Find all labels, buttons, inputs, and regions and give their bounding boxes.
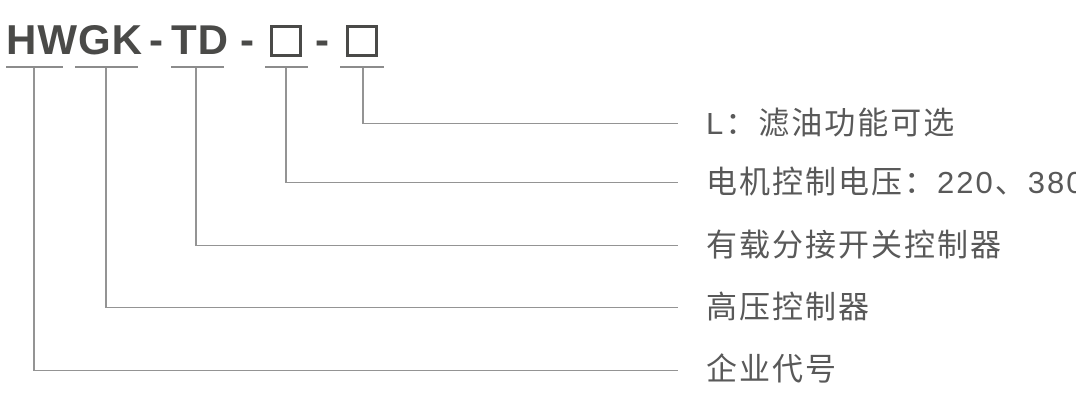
connector-horizontal-motor-voltage [285, 181, 678, 183]
model-series: TD [171, 16, 229, 63]
connector-vertical-company-code [33, 68, 35, 371]
model-prefix: HWGK [6, 16, 143, 63]
underline-box-2 [340, 66, 384, 68]
hyphen-separator-3: - [315, 16, 329, 63]
underline-prefix-gk [75, 66, 138, 68]
hyphen-separator-1: - [149, 16, 163, 63]
legend-label-filter-option: L：滤油功能可选 [706, 106, 957, 141]
connector-vertical-motor-voltage [285, 68, 287, 183]
legend-label-motor-voltage: 电机控制电压：220、380 [706, 165, 1076, 200]
connector-horizontal-hv-controller [105, 306, 678, 308]
legend-label-hv-controller: 高压控制器 [706, 290, 871, 325]
connector-horizontal-tap-changer [195, 244, 678, 246]
placeholder-box-1 [270, 25, 302, 57]
connector-vertical-tap-changer [195, 68, 197, 246]
underline-prefix-hw [6, 66, 63, 68]
underline-series-td [171, 66, 224, 68]
connector-horizontal-filter-option [362, 122, 678, 124]
legend-label-tap-changer-controller: 有载分接开关控制器 [706, 228, 1003, 263]
connector-horizontal-company-code [33, 369, 678, 371]
connector-vertical-filter-option [362, 68, 364, 124]
connector-vertical-hv-controller [105, 68, 107, 308]
underline-box-1 [265, 66, 308, 68]
hyphen-separator-2: - [240, 16, 254, 63]
legend-label-company-code: 企业代号 [706, 352, 838, 387]
placeholder-box-2 [346, 25, 378, 57]
